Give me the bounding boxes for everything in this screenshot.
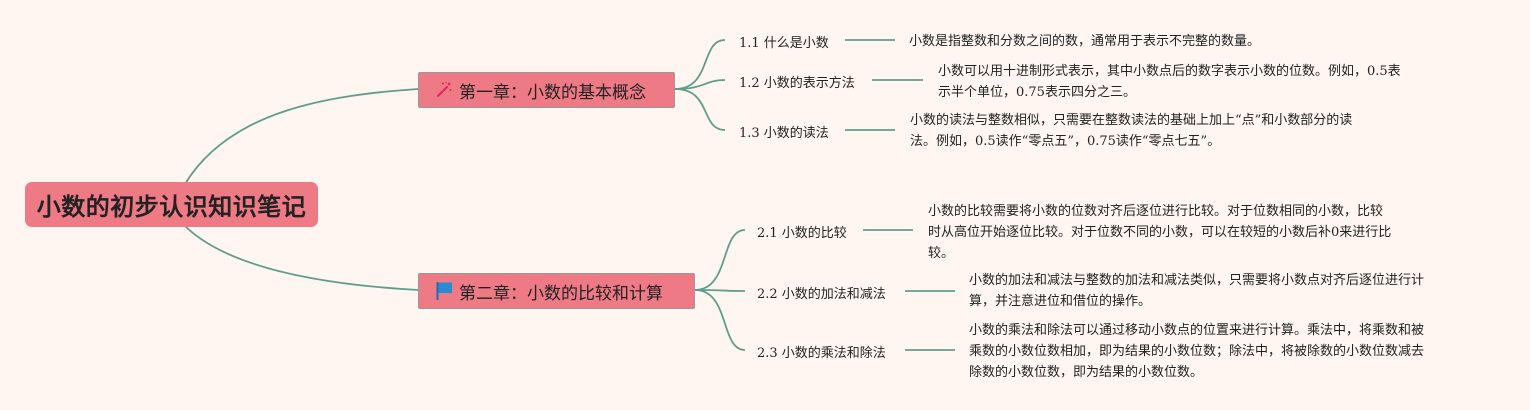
chapter-2-topic[interactable]: 第二章：小数的比较和计算: [418, 273, 695, 309]
link-ch2-sec-3: [694, 289, 746, 351]
section-2-1-label: 2.1 小数的比较: [757, 226, 847, 241]
section-1-1[interactable]: 1.1 什么是小数: [739, 32, 829, 51]
link-ch2-sec-1: [694, 229, 746, 291]
description-line: 较。: [928, 246, 955, 261]
description-line: 小数的读法与整数相似，只需要在整数读法的基础上加上“点”和小数部分的读: [910, 113, 1353, 128]
description-2-1[interactable]: 小数的比较需要将小数的位数对齐后逐位进行比较。对于位数相同的小数，比较 时从高位…: [928, 201, 1391, 264]
description-1-1[interactable]: 小数是指整数和分数之间的数，通常用于表示不完整的数量。: [909, 31, 1260, 52]
section-2-3[interactable]: 2.3 小数的乘法和除法: [757, 342, 886, 361]
description-line: 乘数的小数位数相加，即为结果的小数位数；除法中，将被除数的小数位数减去: [969, 344, 1425, 359]
flag-icon: [435, 281, 453, 301]
description-1-2[interactable]: 小数可以用十进制形式表示，其中小数点后的数字表示小数的位数。例如，0.5表 示半…: [938, 61, 1401, 103]
section-2-1[interactable]: 2.1 小数的比较: [757, 222, 847, 241]
chapter-2-label: 第二章：小数的比较和计算: [459, 283, 663, 304]
description-line: 除数的小数位数，即为结果的小数位数。: [969, 365, 1204, 380]
link-root-chapter-2: [184, 225, 419, 291]
description-line: 时从高位开始逐位比较。对于位数不同的小数，可以在较短的小数后补0来进行比: [928, 225, 1392, 240]
link-root-chapter-1: [184, 88, 419, 185]
link-ch2-sec-2: [694, 289, 746, 292]
magic-wand-icon: [435, 81, 453, 99]
description-line: 小数的加法和减法与整数的加法和减法类似，只需要将小数点对齐后逐位进行计: [969, 273, 1425, 288]
link-ch1-sec-1: [674, 39, 726, 90]
section-1-3[interactable]: 1.3 小数的读法: [739, 122, 829, 141]
section-2-3-label: 2.3 小数的乘法和除法: [757, 346, 886, 361]
chapter-1-topic[interactable]: 第一章：小数的基本概念: [418, 72, 675, 108]
link-ch1-sec-3: [674, 88, 726, 131]
section-1-3-label: 1.3 小数的读法: [739, 126, 829, 141]
description-line: 算，并注意进位和借位的操作。: [969, 294, 1152, 309]
description-1-3[interactable]: 小数的读法与整数相似，只需要在整数读法的基础上加上“点”和小数部分的读 法。例如…: [910, 110, 1352, 152]
description-line: 小数是指整数和分数之间的数，通常用于表示不完整的数量。: [909, 34, 1261, 49]
description-line: 示半个单位，0.75表示四分之三。: [938, 85, 1136, 100]
description-line: 小数可以用十进制形式表示，其中小数点后的数字表示小数的位数。例如，0.5表: [938, 64, 1401, 79]
section-2-2[interactable]: 2.2 小数的加法和减法: [757, 283, 886, 302]
description-2-2[interactable]: 小数的加法和减法与整数的加法和减法类似，只需要将小数点对齐后逐位进行计 算，并注…: [969, 270, 1424, 312]
description-line: 法。例如，0.5读作“零点五”，0.75读作“零点七五”。: [910, 134, 1221, 149]
section-2-2-label: 2.2 小数的加法和减法: [757, 287, 886, 302]
description-line: 小数的乘法和除法可以通过移动小数点的位置来进行计算。乘法中，将乘数和被: [969, 323, 1425, 338]
section-1-2[interactable]: 1.2 小数的表示方法: [739, 72, 855, 91]
section-1-2-label: 1.2 小数的表示方法: [739, 76, 855, 91]
section-1-1-label: 1.1 什么是小数: [739, 36, 829, 51]
root-topic-label: 小数的初步认识知识笔记: [36, 193, 307, 221]
root-topic[interactable]: 小数的初步认识知识笔记: [25, 182, 318, 227]
chapter-1-label: 第一章：小数的基本概念: [459, 82, 646, 103]
description-line: 小数的比较需要将小数的位数对齐后逐位进行比较。对于位数相同的小数，比较: [928, 204, 1384, 219]
description-2-3[interactable]: 小数的乘法和除法可以通过移动小数点的位置来进行计算。乘法中，将乘数和被 乘数的小…: [969, 320, 1424, 383]
